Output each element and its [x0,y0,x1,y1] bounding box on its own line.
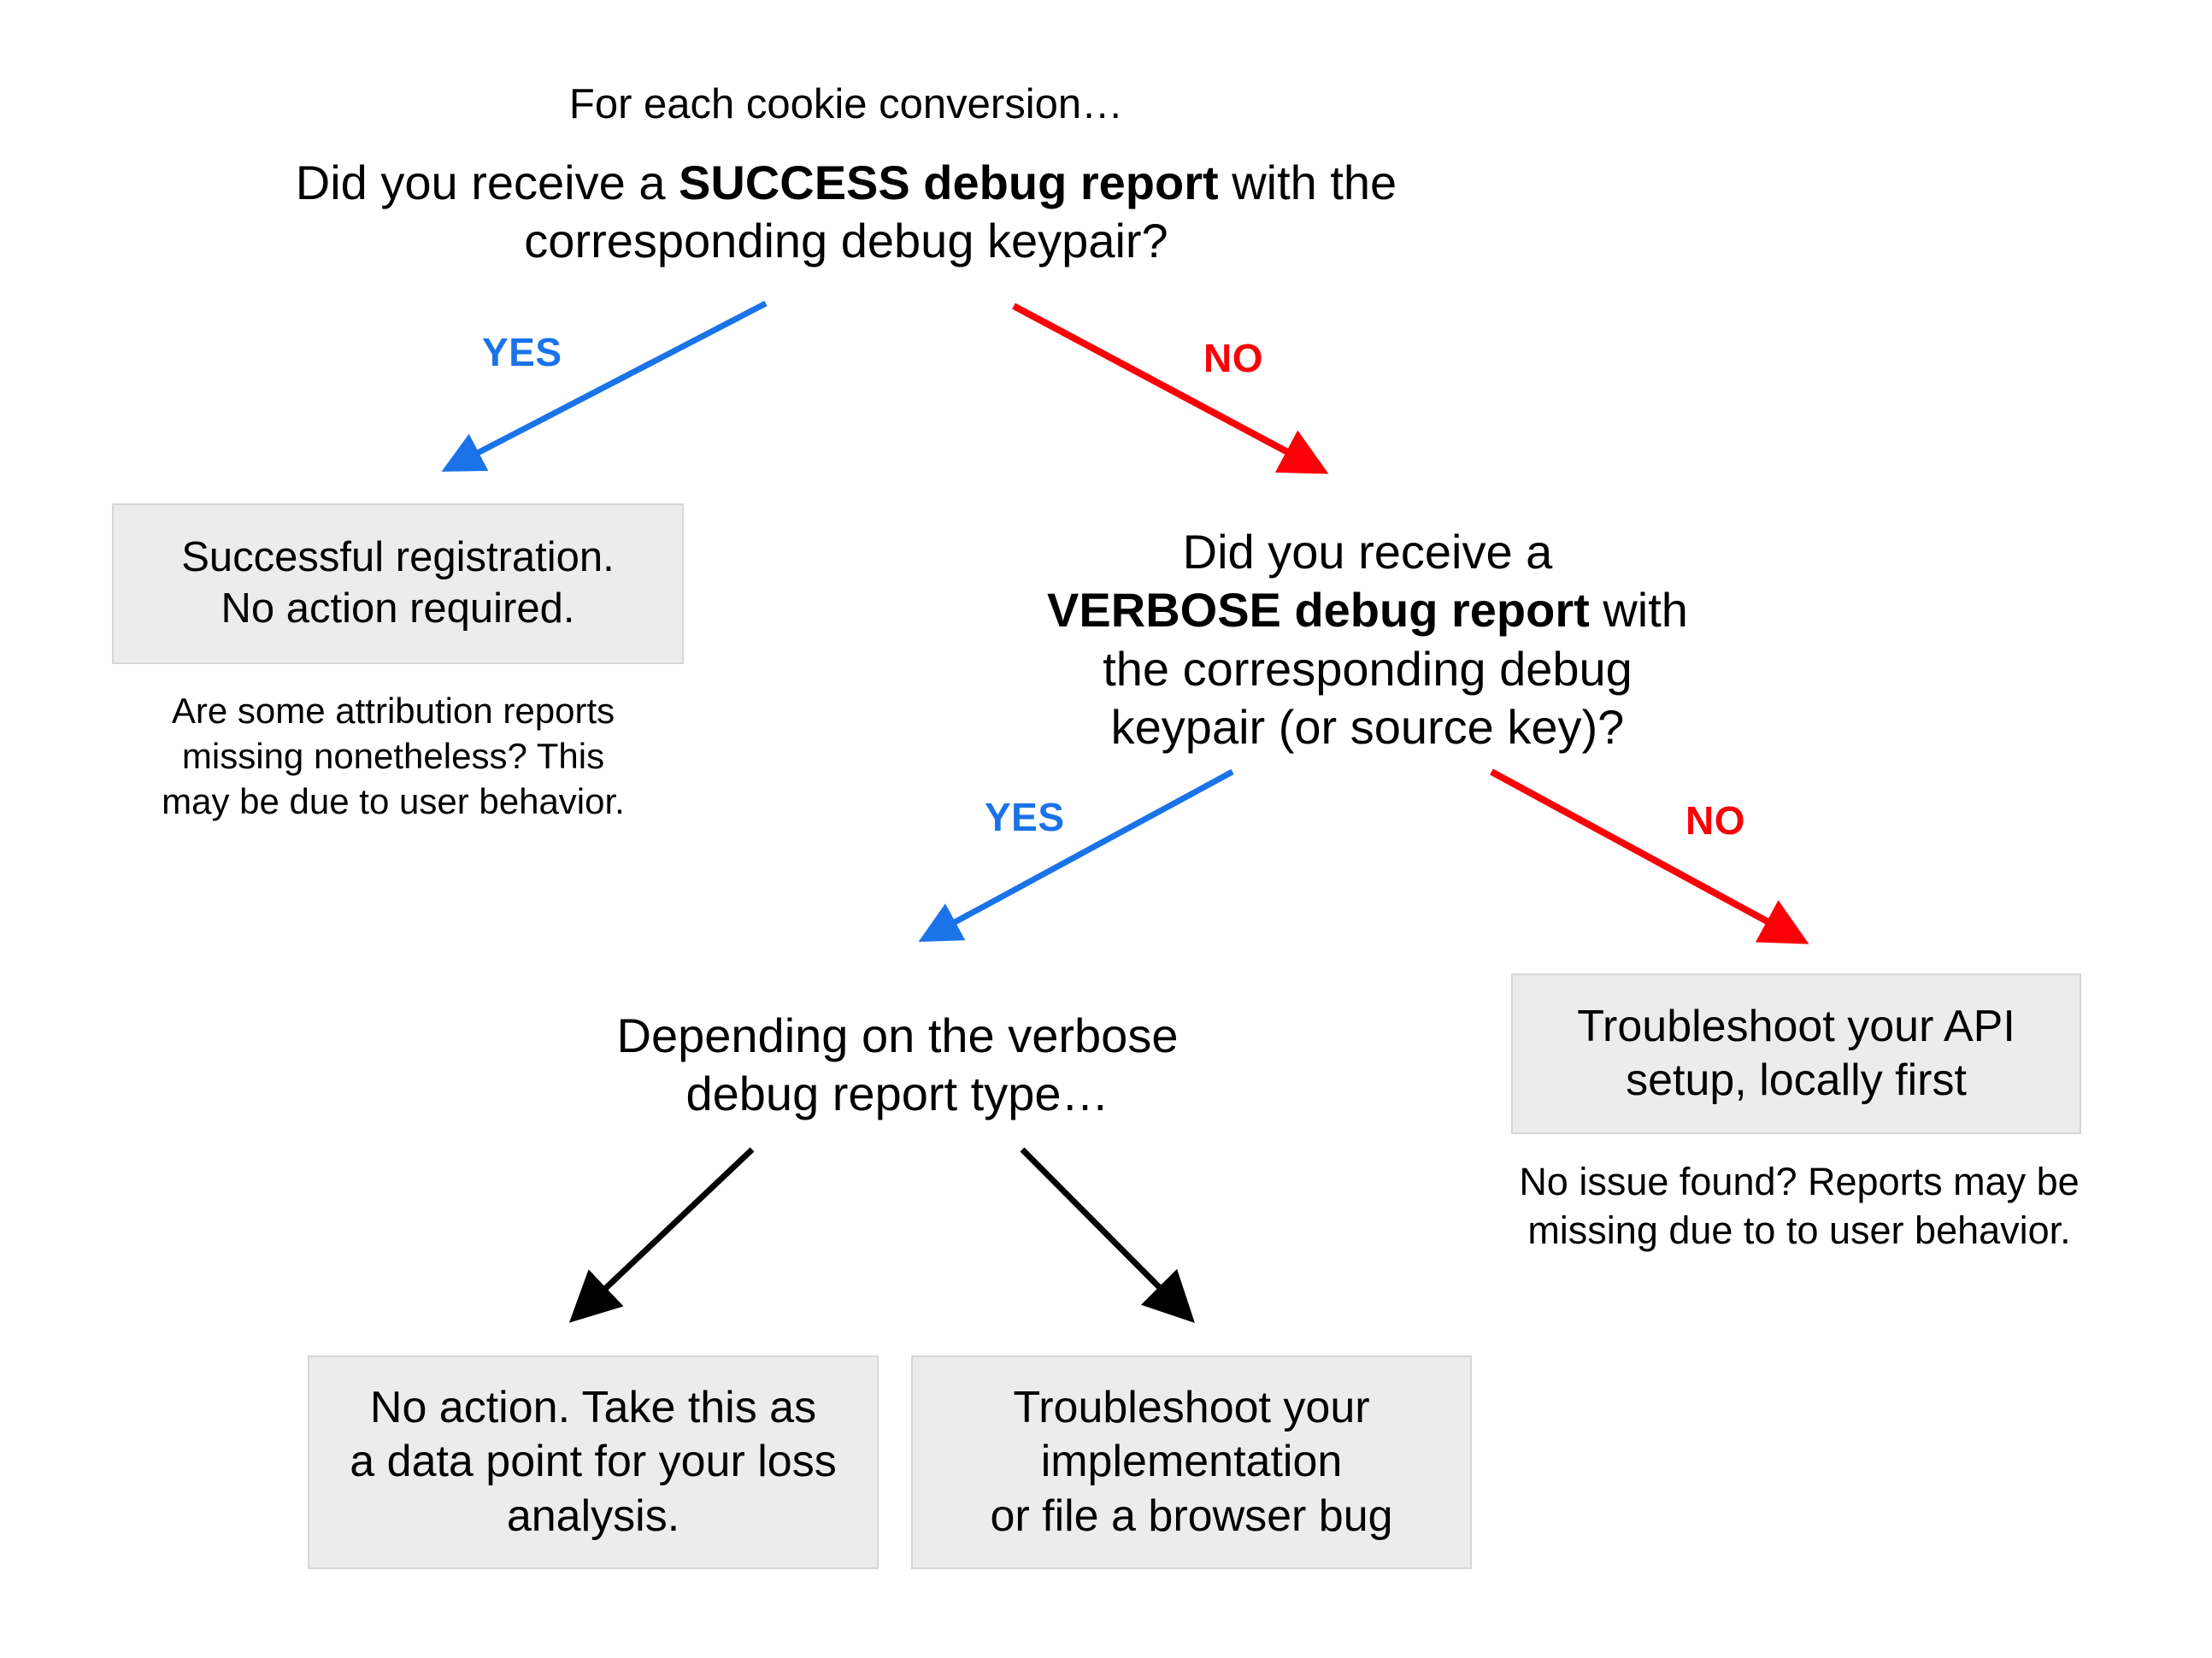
api-caption-line1: No issue found? Reports may be [1519,1160,2080,1203]
root-intro-text: For each cookie conversion… [568,81,1124,127]
edge-label-q2-no: NO [1685,798,1745,843]
no-action-box-line2: a data point for your loss [350,1437,837,1487]
node-question-success-report: Did you receive a SUCCESS debug report w… [256,154,1436,271]
node-troubleshoot-implementation[interactable]: Troubleshoot your implementation or file… [911,1355,1472,1569]
edge-q1-no [1012,303,1329,474]
question1-line1-bold: SUCCESS debug report [679,156,1219,209]
success-box-line1: Successful registration. [181,534,615,581]
node-question-verbose-report: Did you receive a VERBOSE debug report w… [1017,523,1718,756]
node-successful-registration[interactable]: Successful registration. No action requi… [112,503,684,664]
no-action-box-line1: No action. Take this as [369,1382,817,1432]
question1-line1-pre: Did you receive a [295,156,679,209]
edge-q2-no [1490,768,1809,944]
success-caption-line1: Are some attribution reports [171,691,615,731]
question2-line2-bold: VERBOSE debug report [1047,583,1590,638]
api-caption-line2: missing due to to user behavior. [1527,1208,2071,1252]
edge-label-q1-no: NO [1203,336,1263,380]
question2-line2: VERBOSE debug report with [1017,581,1718,639]
question1-line1-post: with the [1218,156,1397,209]
question2-line1: Did you receive a [1182,525,1553,579]
edge-label-q2-yes: YES [985,795,1065,839]
question1-line1: Did you receive a SUCCESS debug report w… [256,154,1436,212]
impl-box-line3: or file a browser bug [990,1490,1393,1541]
impl-box-line1: Troubleshoot your [1013,1382,1370,1432]
impl-box-line2: implementation [1040,1437,1343,1487]
question2-line3: the corresponding debug [1103,641,1633,696]
verbose-type-line1: Depending on the verbose [616,1008,1179,1062]
question2-line2-post: with [1589,583,1688,638]
edge-q1-yes [441,300,768,472]
edge-type-right [1020,1147,1195,1323]
success-caption-line2: missing nonetheless? This [181,735,605,776]
question1-line2: corresponding debug keypair? [524,214,1168,268]
node-success-caption: Are some attribution reports missing non… [103,689,684,825]
no-action-box-line3: analysis. [506,1490,680,1541]
verbose-type-line2: debug report type… [685,1067,1109,1121]
edge-q2-yes [918,768,1234,943]
api-box-line2: setup, locally first [1626,1055,1967,1105]
node-no-action-loss-analysis[interactable]: No action. Take this as a data point for… [308,1355,879,1569]
node-troubleshoot-api-setup[interactable]: Troubleshoot your API setup, locally fir… [1511,973,2081,1134]
edge-type-left [568,1147,755,1323]
edge-label-q1-yes: YES [482,330,562,374]
node-verbose-report-type: Depending on the verbose debug report ty… [590,1007,1205,1124]
success-caption-line3: may be due to user behavior. [162,780,625,821]
success-box-line2: No action required. [221,585,575,632]
question2-line4: keypair (or source key)? [1110,699,1625,754]
api-box-line1: Troubleshoot your API [1577,1001,2015,1051]
node-api-caption: No issue found? Reports may be missing d… [1453,1158,2145,1255]
node-root-intro: For each cookie conversion… [419,79,1274,131]
